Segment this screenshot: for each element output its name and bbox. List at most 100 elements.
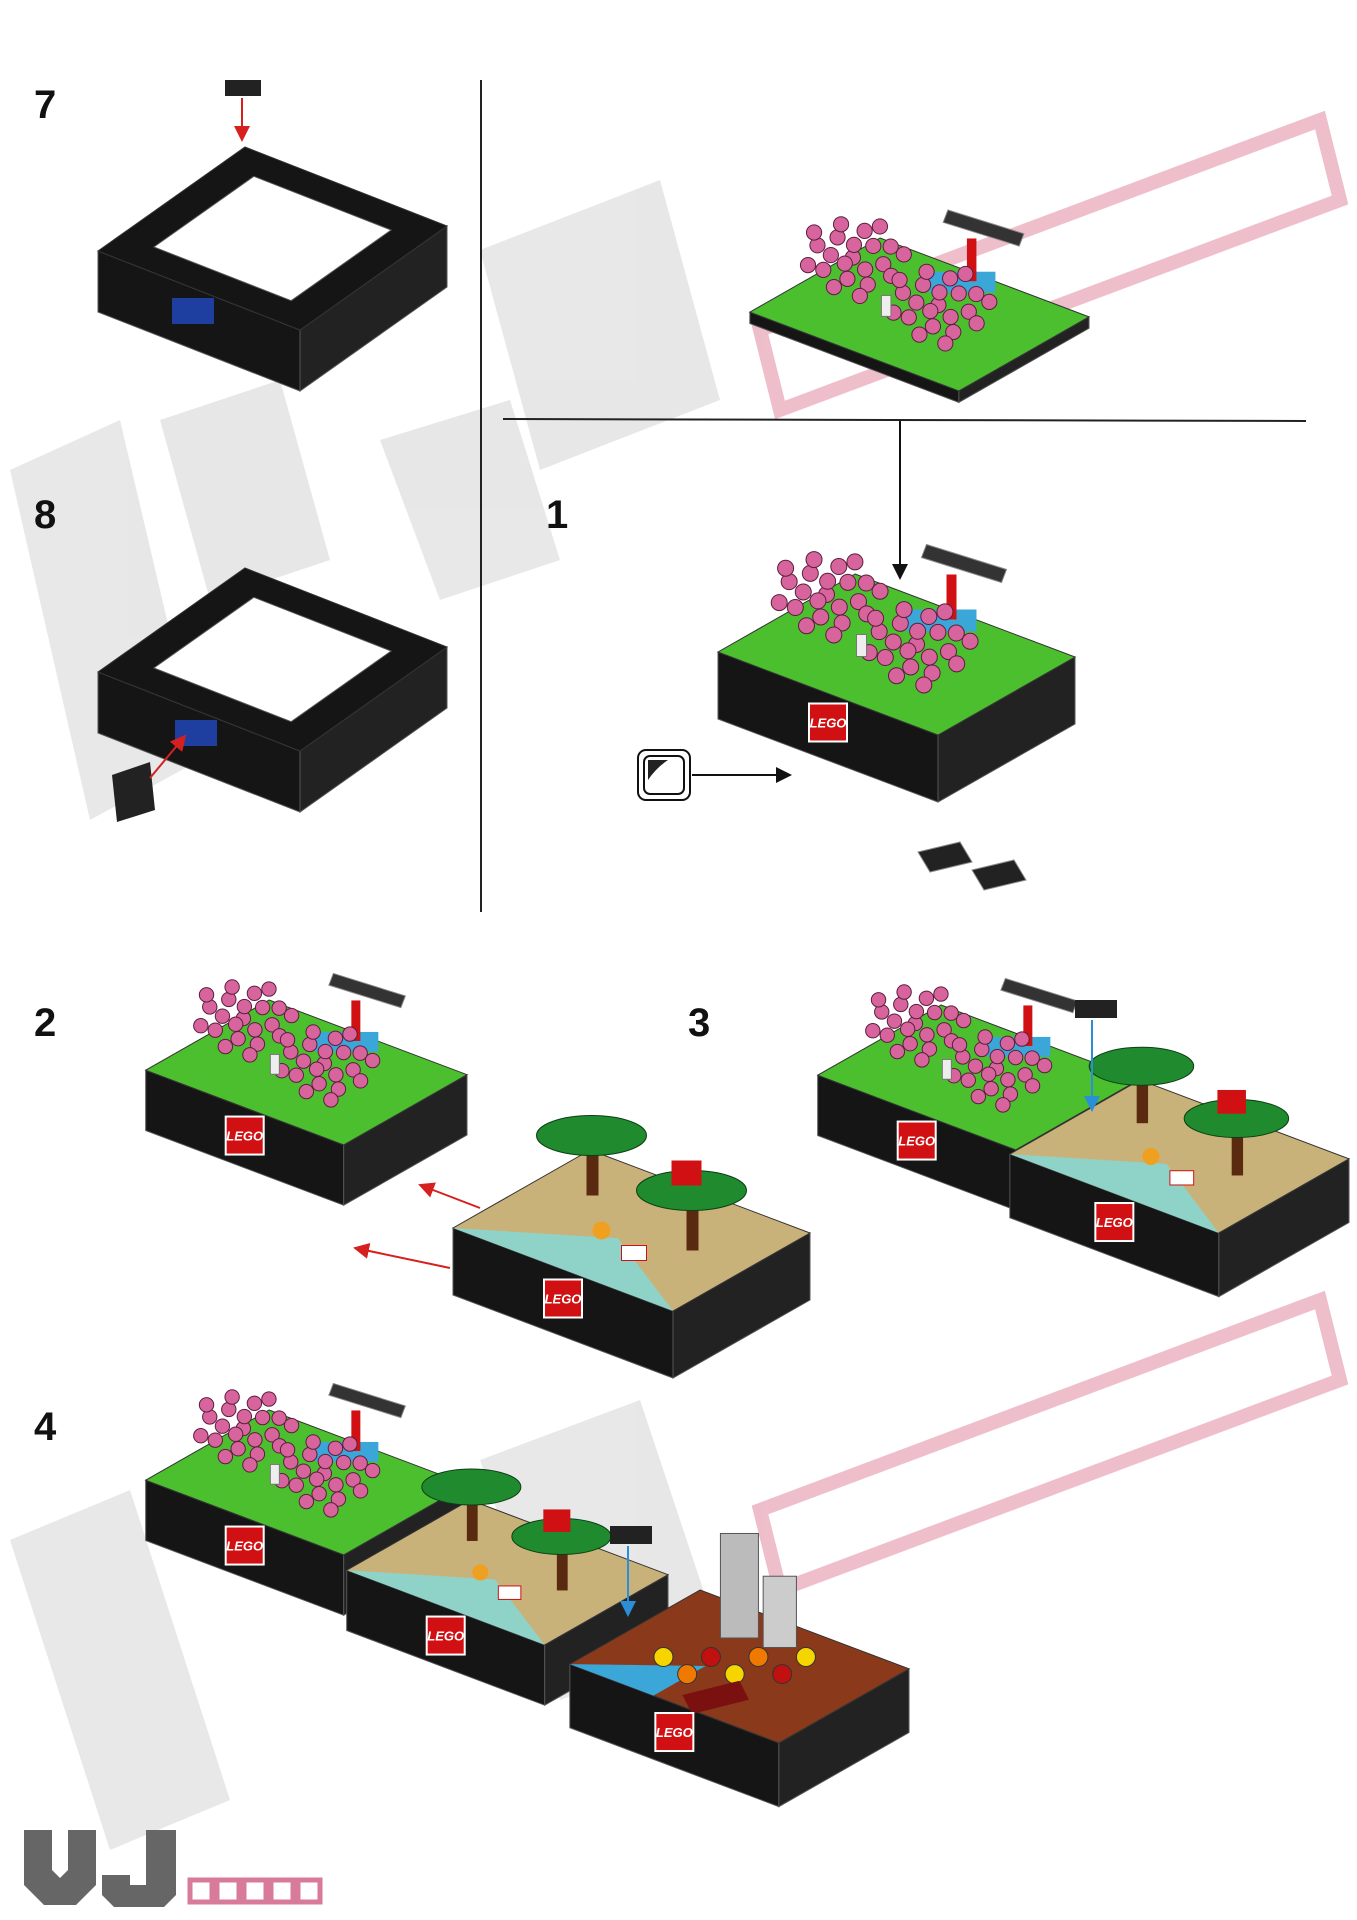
- cherry-blossom: [845, 236, 863, 254]
- lego-logo: [654, 1712, 695, 1753]
- cherry-blossom: [308, 1471, 325, 1487]
- cherry-blossom: [846, 553, 864, 571]
- cherry-blossom: [311, 1486, 327, 1502]
- cherry-blossom: [330, 1081, 347, 1097]
- lego-logo: [543, 1278, 583, 1319]
- tray-top-face: [816, 1004, 1141, 1151]
- cherry-blossom: [352, 1073, 369, 1089]
- palm-leaves: [421, 1468, 522, 1506]
- cherry-blossom: [254, 1409, 271, 1426]
- cherry-blossom: [948, 655, 966, 673]
- cherry-blossom: [1007, 1049, 1024, 1066]
- cherry-blossom: [891, 271, 908, 289]
- step-number-3: 3: [688, 1001, 710, 1045]
- cherry-blossom: [345, 1062, 361, 1078]
- cherry-blossom: [955, 1012, 972, 1029]
- footer-logo-v: [24, 1830, 96, 1905]
- cherry-blossom: [805, 224, 823, 241]
- torii-post: [946, 574, 957, 620]
- cherry-blossom: [1000, 1072, 1016, 1088]
- cherry-blossom: [918, 990, 935, 1006]
- cherry-blossom: [264, 1017, 280, 1033]
- tile-piece: [610, 1526, 652, 1544]
- cherry-blossom: [960, 1072, 976, 1088]
- cherry-blossom: [920, 608, 938, 626]
- cherry-blossom: [939, 643, 957, 661]
- cherry-blossom: [295, 1463, 312, 1479]
- sticker-icon: [648, 760, 668, 780]
- blue-connector: [175, 720, 217, 746]
- cherry-blossom: [895, 601, 913, 619]
- torii-gate: [920, 543, 1008, 584]
- cherry-blossom: [884, 633, 902, 651]
- cherry-blossom: [915, 676, 933, 694]
- cherry-blossom: [236, 998, 253, 1015]
- cherry-blossom: [977, 1029, 993, 1045]
- cherry-blossom: [908, 294, 925, 311]
- cherry-blossom: [920, 648, 938, 666]
- cherry-blossom: [352, 1045, 368, 1061]
- torii-post: [1023, 1005, 1033, 1046]
- minifigure: [880, 294, 892, 317]
- cherry-blossom: [936, 1022, 952, 1038]
- watermark: [10, 110, 1349, 1850]
- sticker-tile: [497, 1585, 522, 1600]
- palm-trunk: [1136, 1066, 1149, 1124]
- cherry-blossom: [825, 279, 843, 296]
- red-bricks: [543, 1509, 571, 1532]
- cherry-blossom: [968, 315, 985, 332]
- sticker-callout: [637, 749, 792, 801]
- cherry-blossom: [999, 1035, 1016, 1051]
- cherry-blossom: [937, 335, 954, 352]
- cherry-blossom: [981, 293, 998, 310]
- cherry-blossom: [330, 1491, 347, 1507]
- cherry-blossom: [305, 1434, 321, 1450]
- cherry-blossom: [896, 984, 912, 1000]
- frame-opening: [152, 175, 393, 302]
- lantern: [724, 1664, 745, 1685]
- cherry-blossom: [929, 623, 947, 641]
- cherry-blossom: [311, 1076, 327, 1092]
- cherry-blossom: [799, 257, 817, 274]
- cherry-blossom: [342, 1436, 358, 1452]
- shallow-water: [1009, 1154, 1219, 1233]
- cherry-blossom: [926, 1004, 943, 1021]
- cherry-blossom: [794, 583, 812, 601]
- cherry-blossom: [224, 979, 240, 995]
- cherry-blossom: [851, 287, 868, 305]
- cherry-blossom: [1024, 1050, 1040, 1066]
- tray-top-face: [716, 573, 1077, 736]
- cherry-blossom: [230, 1441, 246, 1457]
- cherry-blossom: [364, 1052, 381, 1069]
- cherry-blossom: [886, 1013, 903, 1029]
- step-4-tropical-module: LEGO: [345, 1468, 670, 1707]
- cherry-blossom: [882, 238, 899, 255]
- lego-logo: [808, 702, 848, 743]
- step-number-8: 8: [34, 493, 56, 537]
- cherry-blossom: [295, 1053, 312, 1069]
- cherry-blossom: [833, 614, 851, 632]
- cherry-blossom: [902, 658, 920, 676]
- lego-logo: [425, 1615, 466, 1656]
- sticker-tile: [621, 1245, 647, 1261]
- tray-top-face: [748, 237, 1091, 392]
- cherry-blossom: [951, 1037, 968, 1053]
- cherry-blossom: [198, 1397, 215, 1413]
- skyscraper: [719, 1532, 759, 1639]
- lego-logo-text: LEGO: [810, 716, 847, 731]
- footer-logo: [24, 1830, 323, 1907]
- cherry-blossom: [242, 1047, 258, 1063]
- cherry-blossom: [279, 1442, 296, 1458]
- cherry-blossom: [249, 1036, 266, 1052]
- cherry-blossom: [786, 599, 804, 617]
- cherry-blossom: [193, 1018, 209, 1034]
- cherry-blossom: [825, 626, 843, 644]
- tile-piece: [225, 80, 261, 96]
- cherry-blossom: [328, 1477, 344, 1493]
- cherry-blossom: [865, 1023, 881, 1039]
- cherry-blossom: [830, 598, 848, 616]
- torii-post: [351, 1410, 361, 1451]
- cherry-blossom: [989, 1048, 1006, 1065]
